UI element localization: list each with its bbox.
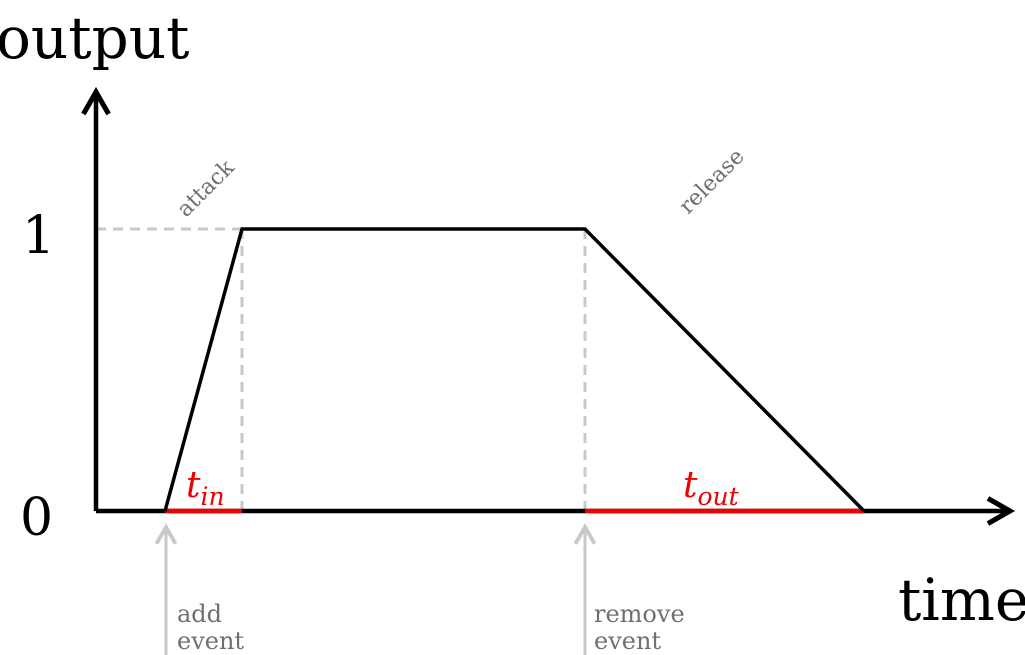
release-duration-label: tout — [683, 465, 740, 511]
attack-duration-label: tin — [186, 465, 225, 511]
attack-label: attack — [173, 155, 240, 222]
y-axis-label: output — [0, 4, 189, 72]
y-tick-one: 1 — [22, 206, 55, 266]
envelope-curve — [163, 227, 866, 513]
release-label: release — [675, 144, 750, 219]
y-tick-zero: 0 — [20, 488, 53, 548]
x-axis-label: time — [898, 566, 1025, 634]
